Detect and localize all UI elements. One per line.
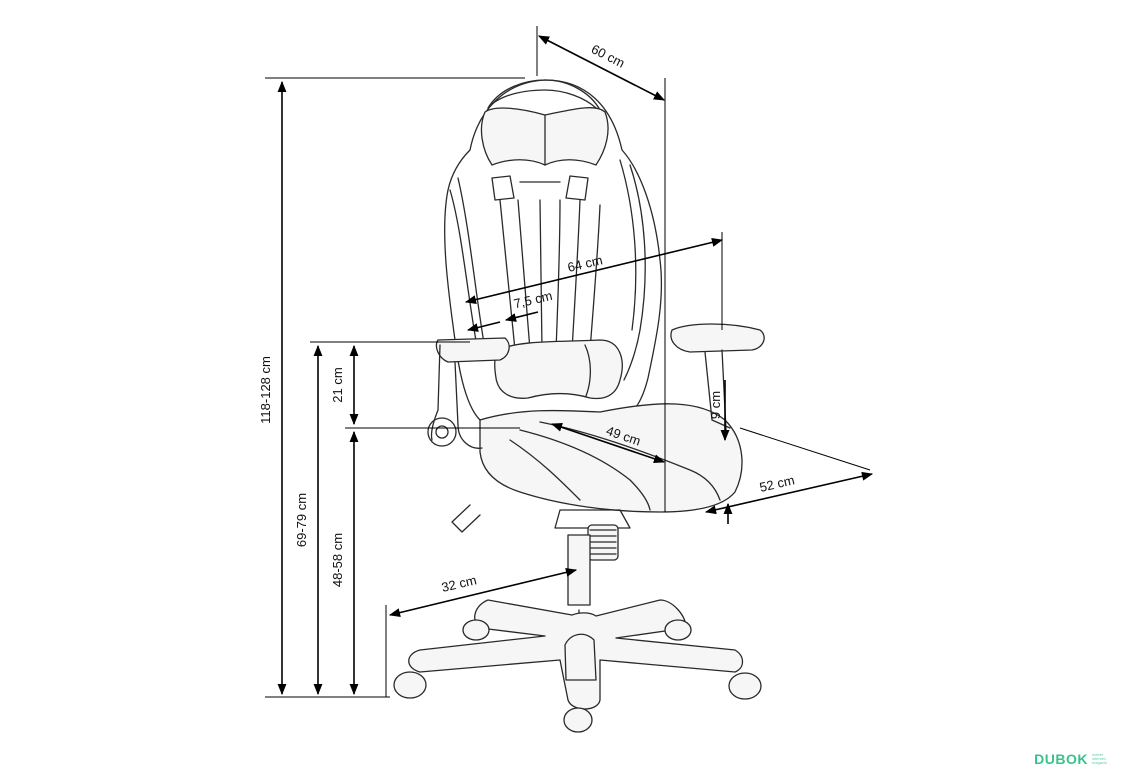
label-total-height: 118-128 cm [258,356,273,424]
label-armrest-height: 69-79 cm [294,493,309,547]
watermark-logo: DUBOK mebel internet-magazin [1034,751,1118,767]
label-width: 60 cm [589,41,627,70]
chair-base [408,599,744,710]
right-armrest [670,323,765,353]
lumbar-arrow [466,321,501,332]
back-width-arrow [464,238,724,304]
watermark-brand: DUBOK [1034,751,1088,767]
label-armrest-to-seat: 21 cm [330,367,345,402]
label-seat-height: 48-58 cm [330,533,345,587]
extension-lines [265,26,871,698]
label-lumbar: 7,5 cm [512,288,553,311]
lumbar-arrow-right [504,311,539,322]
label-back-width: 64 cm [566,252,604,275]
left-armrest [435,337,510,363]
seat-width-arrow [704,471,874,515]
caster-wheels [393,619,762,733]
lumbar-pillow [494,339,623,400]
seat-depth-arrow [550,422,666,464]
seat-cushion [479,403,743,513]
watermark-tagline: mebel internet-magazin [1092,752,1108,765]
width-arrow [538,35,665,101]
dimension-arrows [277,35,874,696]
label-armrest-adjust: 9 cm [708,391,723,419]
base-radius-arrow [388,568,578,617]
label-seat-width: 52 cm [758,472,796,495]
label-base-radius: 32 cm [440,572,478,595]
gas-lift-cylinder [567,534,591,606]
